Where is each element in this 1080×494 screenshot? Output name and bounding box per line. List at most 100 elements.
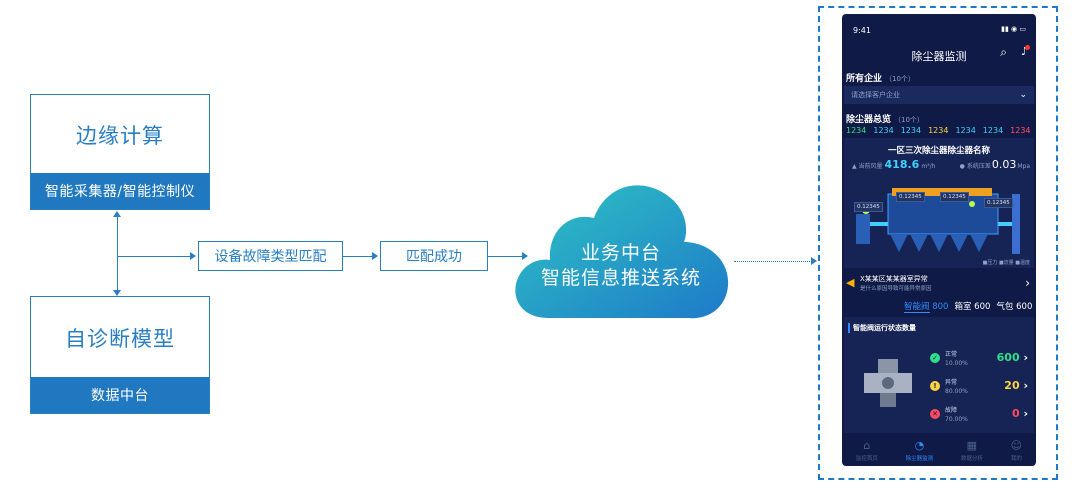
home-icon: ⌂ [863, 438, 871, 452]
tab-box-room[interactable]: 箱室 600 [954, 302, 991, 312]
status-percent: 70.00% [945, 416, 968, 423]
bell-icon[interactable]: ♪ [1020, 45, 1030, 58]
panel-title: 智能阀运行状态数量 [848, 323, 916, 333]
overview-number[interactable]: 1234 [900, 126, 922, 135]
overview-number[interactable]: 1234 [846, 126, 867, 135]
enterprise-select-placeholder: 请选择客户企业 [851, 91, 900, 99]
megaphone-icon: ◀ [846, 276, 855, 289]
valve-device-illustration [864, 359, 912, 407]
data-platform-bar: 数据中台 [31, 377, 209, 413]
status-name: 故障 [945, 407, 958, 414]
illustration-legend: ■压力 ■流量 ■温度 [982, 260, 1030, 266]
edge-computing-title: 边缘计算 [76, 124, 164, 148]
error-icon: ✕ [930, 409, 940, 419]
enterprise-count: （10个） [885, 75, 915, 83]
status-row-abnormal[interactable]: ! 异常 80.00% 20 › [930, 377, 1028, 403]
arrow-right-icon [522, 252, 528, 260]
nav-monitor[interactable]: ◔除尘器监测 [905, 438, 934, 462]
overview-number[interactable]: 1234 [982, 126, 1004, 135]
chevron-right-icon: › [1023, 379, 1028, 392]
status-icons: ▮▮ ◉ ▭ [1001, 25, 1026, 33]
status-percent: 80.00% [945, 388, 968, 395]
connector-to-step1 [118, 256, 190, 257]
chevron-right-icon: › [1025, 276, 1030, 290]
device-name: 一区三次除尘器除尘器名称 [887, 146, 990, 156]
status-time: 9:41 [853, 26, 871, 35]
self-diagnosis-box: 自诊断模型 数据中台 [30, 296, 210, 414]
arrow-down-icon [113, 290, 121, 296]
airflow-value: 418.6 [884, 158, 920, 171]
sensor-tag: 0.12345 [940, 192, 969, 202]
status-row-fault[interactable]: ✕ 故障 70.00% 0 › [930, 405, 1028, 431]
enterprise-select[interactable]: 请选择客户企业 ⌄ [844, 86, 1034, 104]
chart-icon: ▦ [966, 438, 978, 452]
chevron-right-icon: › [1023, 407, 1028, 420]
overview-number[interactable]: 1234 [955, 126, 976, 135]
enterprise-section-head: 所有企业（10个） [846, 71, 915, 84]
arrow-right-icon [372, 252, 378, 260]
nav-profile[interactable]: ☺我的 [1010, 438, 1023, 462]
smart-collector-bar: 智能采集器/智能控制仪 [31, 173, 209, 209]
bottom-nav: ⌂监控首页 ◔除尘器监测 ▦数据分析 ☺我的 [842, 434, 1036, 466]
valve-status-panel: 智能阀运行状态数量 ✓ 正常 10.00% 600 › ! 异常 80.00% … [844, 317, 1034, 433]
status-count: 0 › [1011, 407, 1028, 420]
airflow-label: ▲ 当前风量 [852, 163, 883, 170]
tab-smart-valve[interactable]: 智能阀 800 [904, 302, 949, 313]
sensor-tag: 0.12345 [896, 192, 925, 202]
warning-icon: ! [930, 381, 940, 391]
overview-numbers: 1234 1234 1234 1234 1234 1234 1234 [846, 126, 1036, 135]
match-success-step: 匹配成功 [380, 241, 488, 271]
status-row-normal[interactable]: ✓ 正常 10.00% 600 › [930, 349, 1028, 375]
self-diagnosis-title: 自诊断模型 [65, 327, 175, 351]
alert-desc: 是什么原因导致可能异常原因 [860, 286, 932, 292]
phone-frame-dashed [818, 6, 1058, 480]
edge-computing-box: 边缘计算 智能采集器/智能控制仪 [30, 94, 210, 210]
dotted-connector [734, 261, 814, 262]
arrow-right-icon [811, 257, 817, 265]
connector-to-cloud [488, 256, 522, 257]
notification-dot [1025, 45, 1030, 50]
status-count: 600 › [996, 351, 1028, 364]
phone-screen: 9:41 ▮▮ ◉ ▭ 除尘器监测 ⌕ ♪ 所有企业（10个） 请选择客户企业 … [842, 14, 1036, 466]
sensor-tag: 0.12345 [854, 202, 883, 212]
pressure-unit: Mpa [1017, 163, 1030, 170]
status-name: 正常 [945, 351, 958, 358]
alert-banner[interactable]: ◀ X某某区某某器室异常 是什么原因导致可能异常原因 › [844, 274, 1034, 296]
page-title: 除尘器监测 [911, 50, 967, 63]
search-icon[interactable]: ⌕ [1000, 45, 1007, 59]
overview-label: 除尘器总览 [846, 115, 892, 125]
overview-number[interactable]: 1234 [1010, 126, 1031, 135]
vertical-connector [117, 214, 118, 292]
nav-analysis[interactable]: ▦数据分析 [960, 438, 983, 462]
connector-to-step2 [343, 256, 372, 257]
sensor-tag: 0.12345 [984, 198, 1013, 208]
tab-air-bag[interactable]: 气包 600 [996, 302, 1033, 312]
alert-title: X某某区某某器室异常 [860, 275, 928, 283]
overview-number[interactable]: 1234 [873, 126, 894, 135]
pressure-value: 0.03 [991, 158, 1017, 171]
overview-count: （10个） [894, 116, 924, 124]
airflow-unit: m³/h [921, 163, 936, 170]
dust-collector-illustration [856, 188, 1020, 254]
gauge-icon: ◔ [914, 438, 925, 452]
status-count: 20 › [1004, 379, 1028, 392]
check-icon: ✓ [930, 353, 940, 363]
arrow-right-icon [190, 252, 196, 260]
overview-section-head: 除尘器总览（10个） [846, 112, 924, 125]
enterprise-label: 所有企业 [846, 74, 883, 84]
cloud-title: 业务中台 [580, 242, 661, 264]
cloud-subtitle: 智能信息推送系统 [540, 267, 701, 289]
nav-home[interactable]: ⌂监控首页 [855, 438, 878, 462]
pressure-metric: ● 系统压差0.03Mpa [960, 158, 1030, 171]
status-name: 异常 [945, 379, 958, 386]
cloud-icon [515, 185, 729, 319]
user-icon: ☺ [1010, 438, 1023, 452]
fault-match-step: 设备故障类型匹配 [198, 241, 343, 271]
chevron-down-icon: ⌄ [1019, 90, 1027, 100]
pressure-label: ● 系统压差 [959, 163, 991, 170]
status-percent: 10.00% [945, 360, 968, 367]
overview-number[interactable]: 1234 [928, 126, 949, 135]
chevron-right-icon: › [1023, 351, 1028, 364]
